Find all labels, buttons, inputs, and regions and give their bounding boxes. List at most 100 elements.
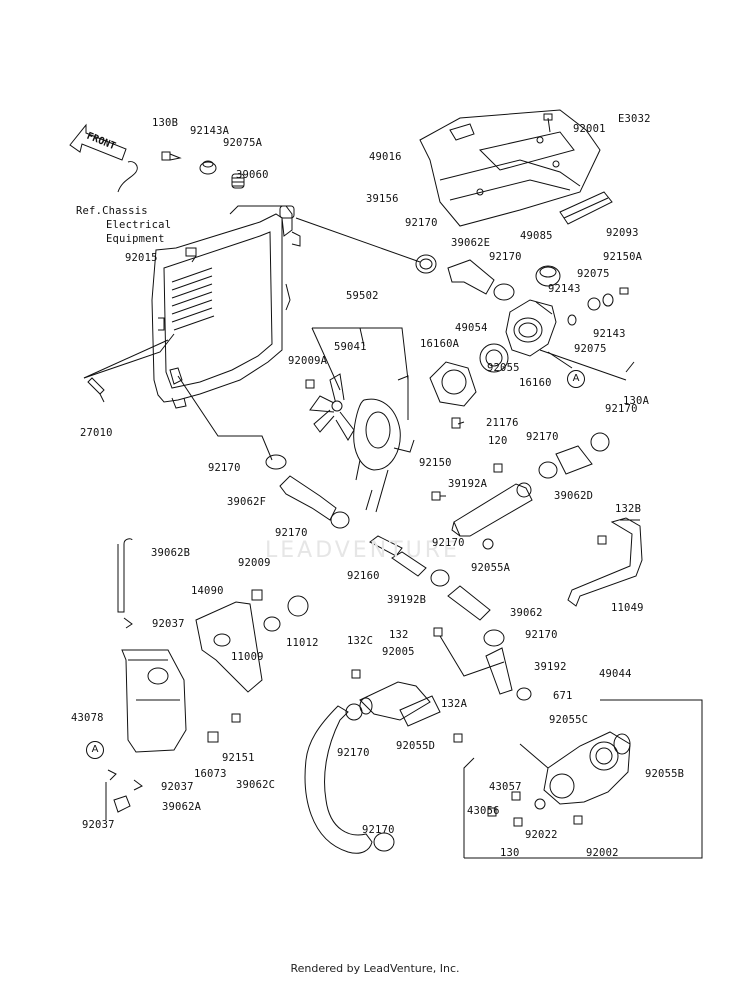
clamp-icon	[430, 569, 450, 587]
part-label[interactable]: 39192A	[448, 478, 488, 490]
part-label[interactable]: 43078	[71, 712, 104, 724]
part-label[interactable]: 92037	[82, 819, 115, 831]
part-label[interactable]: 92170	[605, 403, 638, 415]
part-label[interactable]: 92037	[152, 618, 185, 630]
o-ring-92055b-icon	[613, 733, 631, 755]
part-label[interactable]: 11012	[286, 637, 319, 649]
part-label[interactable]: 39062A	[162, 801, 202, 813]
leader-line	[295, 217, 421, 263]
part-label[interactable]: 130B	[152, 117, 179, 129]
part-label[interactable]: 92002	[586, 847, 619, 859]
radiator-cap-top-icon	[539, 266, 557, 278]
part-label[interactable]: 92093	[606, 227, 639, 239]
callout-a-marker: A	[567, 370, 585, 388]
clamp-icon	[483, 629, 505, 647]
part-label[interactable]: 92170	[405, 217, 438, 229]
part-label[interactable]: 92150	[419, 457, 452, 469]
part-label[interactable]: 39062C	[236, 779, 276, 791]
part-label[interactable]: 92055C	[549, 714, 589, 726]
part-label[interactable]: 21176	[486, 417, 519, 429]
part-label[interactable]: 59502	[346, 290, 379, 302]
part-label[interactable]: 39156	[366, 193, 399, 205]
leader-line	[229, 205, 262, 215]
part-label[interactable]: 92075	[574, 343, 607, 355]
part-label[interactable]: 16073	[194, 768, 227, 780]
pipe-39192a-icon	[451, 482, 533, 537]
bolt-92150a-icon	[619, 287, 629, 295]
clamp-icon	[330, 511, 350, 529]
part-label[interactable]: 92170	[526, 431, 559, 443]
part-label[interactable]: 132	[389, 629, 409, 641]
part-label[interactable]: 92055A	[471, 562, 511, 574]
part-label[interactable]: 39062F	[227, 496, 267, 508]
sensor-body-icon	[451, 417, 461, 429]
clamp-icon	[415, 254, 437, 274]
part-label[interactable]: 92037	[161, 781, 194, 793]
part-label[interactable]: 92009A	[288, 355, 328, 367]
part-label[interactable]: 27010	[80, 427, 113, 439]
part-label[interactable]: 120	[488, 435, 508, 447]
part-label[interactable]: 92150A	[603, 251, 643, 263]
part-label[interactable]: 92009	[238, 557, 271, 569]
clamp-inner-icon	[419, 258, 433, 270]
part-label[interactable]: 92151	[222, 752, 255, 764]
part-label[interactable]: 92005	[382, 646, 415, 658]
part-label[interactable]: 39062	[510, 607, 543, 619]
clamp-icon	[265, 454, 287, 470]
part-label[interactable]: 14090	[191, 585, 224, 597]
hose-39062c-icon	[304, 705, 373, 854]
part-label[interactable]: 92015	[125, 252, 158, 264]
part-label[interactable]: 43057	[489, 781, 522, 793]
part-label[interactable]: 92055D	[396, 740, 436, 752]
part-label[interactable]: 130	[500, 847, 520, 859]
sensor-21176-icon	[457, 421, 465, 425]
part-label[interactable]: 130A	[623, 395, 650, 407]
housing-16160a-icon	[429, 361, 477, 407]
part-label[interactable]: 39192B	[387, 594, 427, 606]
part-label[interactable]: 92055B	[645, 768, 685, 780]
part-label[interactable]: 39192	[534, 661, 567, 673]
part-label[interactable]: 49085	[520, 230, 553, 242]
part-label[interactable]: 92170	[489, 251, 522, 263]
part-label[interactable]: 49044	[599, 668, 632, 680]
part-label[interactable]: 92022	[525, 829, 558, 841]
part-label[interactable]: 39062B	[151, 547, 191, 559]
part-label[interactable]: 92143	[548, 283, 581, 295]
part-label[interactable]: 39062D	[554, 490, 594, 502]
part-label[interactable]: 92143A	[190, 125, 230, 137]
part-label[interactable]: 92055	[487, 362, 520, 374]
part-label[interactable]: 39060	[236, 169, 269, 181]
sensor-27010-icon	[87, 377, 105, 403]
bolt-132-icon	[433, 627, 443, 637]
part-label[interactable]: 16160A	[420, 338, 460, 350]
bolt-92151-icon	[231, 713, 241, 723]
part-label[interactable]: 92001	[573, 123, 606, 135]
part-label[interactable]: 92075	[577, 268, 610, 280]
part-label[interactable]: 92170	[275, 527, 308, 539]
part-label[interactable]: 16160	[519, 377, 552, 389]
part-label[interactable]: 671	[553, 690, 573, 702]
o-ring-92055-icon	[479, 343, 509, 373]
part-label[interactable]: 59041	[334, 341, 367, 353]
part-label[interactable]: 92170	[432, 537, 465, 549]
part-label[interactable]: 92075A	[223, 137, 263, 149]
part-label[interactable]: 92143	[593, 328, 626, 340]
part-label[interactable]: 92160	[347, 570, 380, 582]
part-label[interactable]: 49016	[369, 151, 402, 163]
part-label[interactable]: 132C	[347, 635, 374, 647]
fitting-92005-icon	[359, 681, 431, 721]
part-label[interactable]: 132A	[441, 698, 468, 710]
part-label[interactable]: 92170	[362, 824, 395, 836]
fan-assembly-icon	[353, 375, 415, 513]
part-label[interactable]: 11049	[611, 602, 644, 614]
part-label[interactable]: 11009	[231, 651, 264, 663]
part-label[interactable]: 92170	[208, 462, 241, 474]
part-label[interactable]: 92170	[525, 629, 558, 641]
part-label[interactable]: 92170	[337, 747, 370, 759]
part-label[interactable]: 43056	[467, 805, 500, 817]
callout-a-marker: A	[86, 741, 104, 759]
part-label[interactable]: 39062E	[451, 237, 491, 249]
part-label[interactable]: 132B	[615, 503, 642, 515]
part-label[interactable]: 49054	[455, 322, 488, 334]
